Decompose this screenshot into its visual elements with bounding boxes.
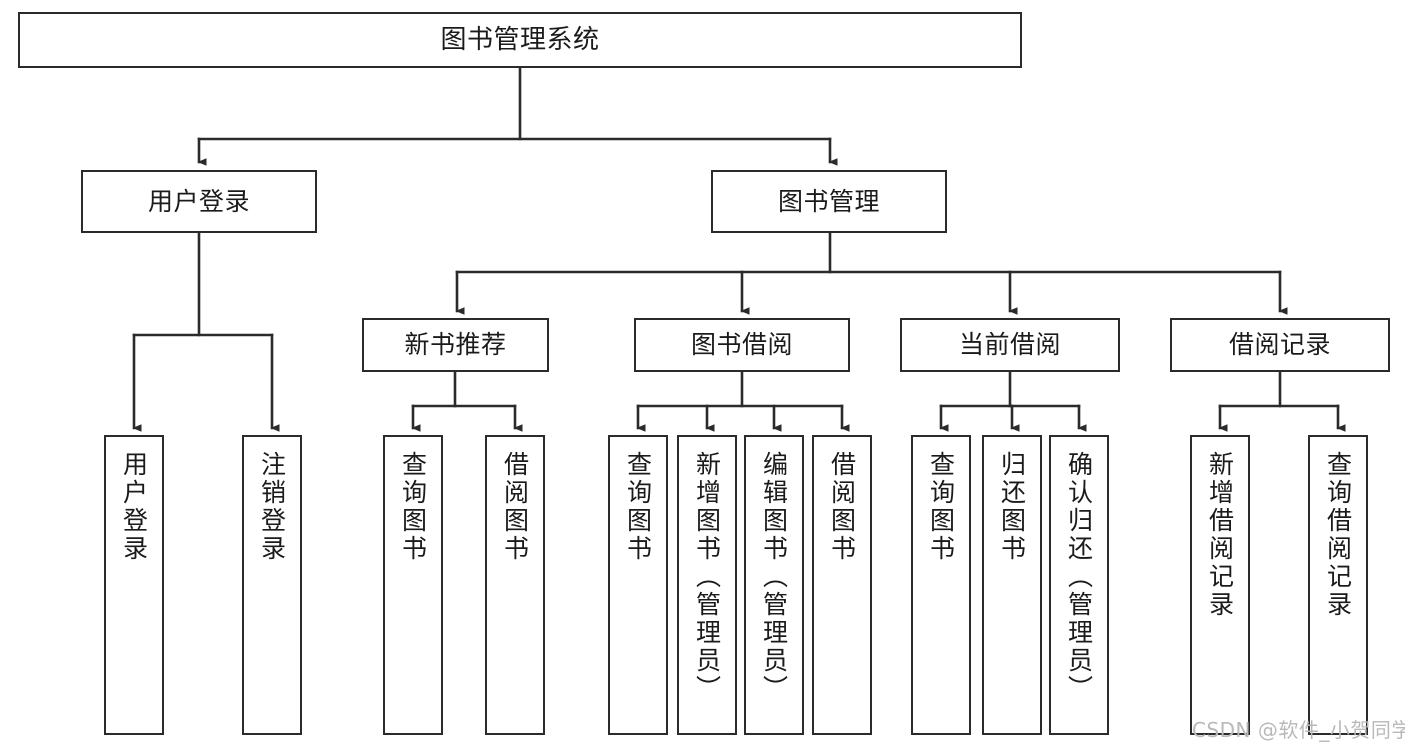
- leaf-return-book[interactable]: 归还图书: [982, 435, 1042, 735]
- leaf-confirm-return-admin-label: 确认归还（管理员）: [1064, 451, 1094, 703]
- leaf-confirm-return-admin[interactable]: 确认归还（管理员）: [1049, 435, 1109, 735]
- leaf-add-book-admin[interactable]: 新增图书（管理员）: [677, 435, 737, 735]
- node-book-borrow[interactable]: 图书借阅: [634, 318, 850, 372]
- node-book-management-label: 图书管理: [777, 186, 880, 216]
- node-current-borrow-label: 当前借阅: [958, 330, 1061, 360]
- leaf-query-book-current[interactable]: 查询图书: [911, 435, 971, 735]
- leaf-edit-book-admin[interactable]: 编辑图书（管理员）: [744, 435, 804, 735]
- leaf-borrow-book-recommend[interactable]: 借阅图书: [485, 435, 545, 735]
- node-user-login[interactable]: 用户登录: [81, 170, 317, 233]
- leaf-edit-book-admin-label: 编辑图书（管理员）: [759, 451, 789, 703]
- node-root-system[interactable]: 图书管理系统: [18, 12, 1022, 68]
- node-new-book-recommend-label: 新书推荐: [404, 330, 507, 360]
- node-book-borrow-label: 图书借阅: [690, 330, 793, 360]
- leaf-borrow-book-recommend-label: 借阅图书: [500, 451, 530, 563]
- node-root-label: 图书管理系统: [440, 24, 600, 55]
- leaf-query-book-recommend-label: 查询图书: [398, 451, 428, 563]
- leaf-query-book-recommend[interactable]: 查询图书: [383, 435, 443, 735]
- node-user-login-label: 用户登录: [147, 186, 250, 216]
- node-borrow-records[interactable]: 借阅记录: [1170, 318, 1390, 372]
- leaf-query-borrow-record[interactable]: 查询借阅记录: [1308, 435, 1368, 735]
- leaf-logout-label: 注销登录: [257, 451, 287, 563]
- leaf-borrow-book[interactable]: 借阅图书: [812, 435, 872, 735]
- leaf-add-book-admin-label: 新增图书（管理员）: [692, 451, 722, 703]
- leaf-query-book-current-label: 查询图书: [926, 451, 956, 563]
- leaf-query-book-borrow[interactable]: 查询图书: [608, 435, 668, 735]
- watermark-text: CSDN @软件_小贺同学: [1192, 718, 1405, 742]
- node-borrow-records-label: 借阅记录: [1228, 330, 1331, 360]
- node-current-borrow[interactable]: 当前借阅: [900, 318, 1120, 372]
- leaf-logout[interactable]: 注销登录: [242, 435, 302, 735]
- leaf-return-book-label: 归还图书: [997, 451, 1027, 563]
- leaf-add-borrow-record-label: 新增借阅记录: [1205, 451, 1235, 619]
- leaf-query-borrow-record-label: 查询借阅记录: [1323, 451, 1353, 619]
- leaf-borrow-book-label: 借阅图书: [827, 451, 857, 563]
- leaf-user-login[interactable]: 用户登录: [104, 435, 164, 735]
- leaf-query-book-borrow-label: 查询图书: [623, 451, 653, 563]
- node-new-book-recommend[interactable]: 新书推荐: [362, 318, 549, 372]
- node-book-management[interactable]: 图书管理: [711, 170, 947, 233]
- leaf-user-login-label: 用户登录: [119, 451, 149, 563]
- leaf-add-borrow-record[interactable]: 新增借阅记录: [1190, 435, 1250, 735]
